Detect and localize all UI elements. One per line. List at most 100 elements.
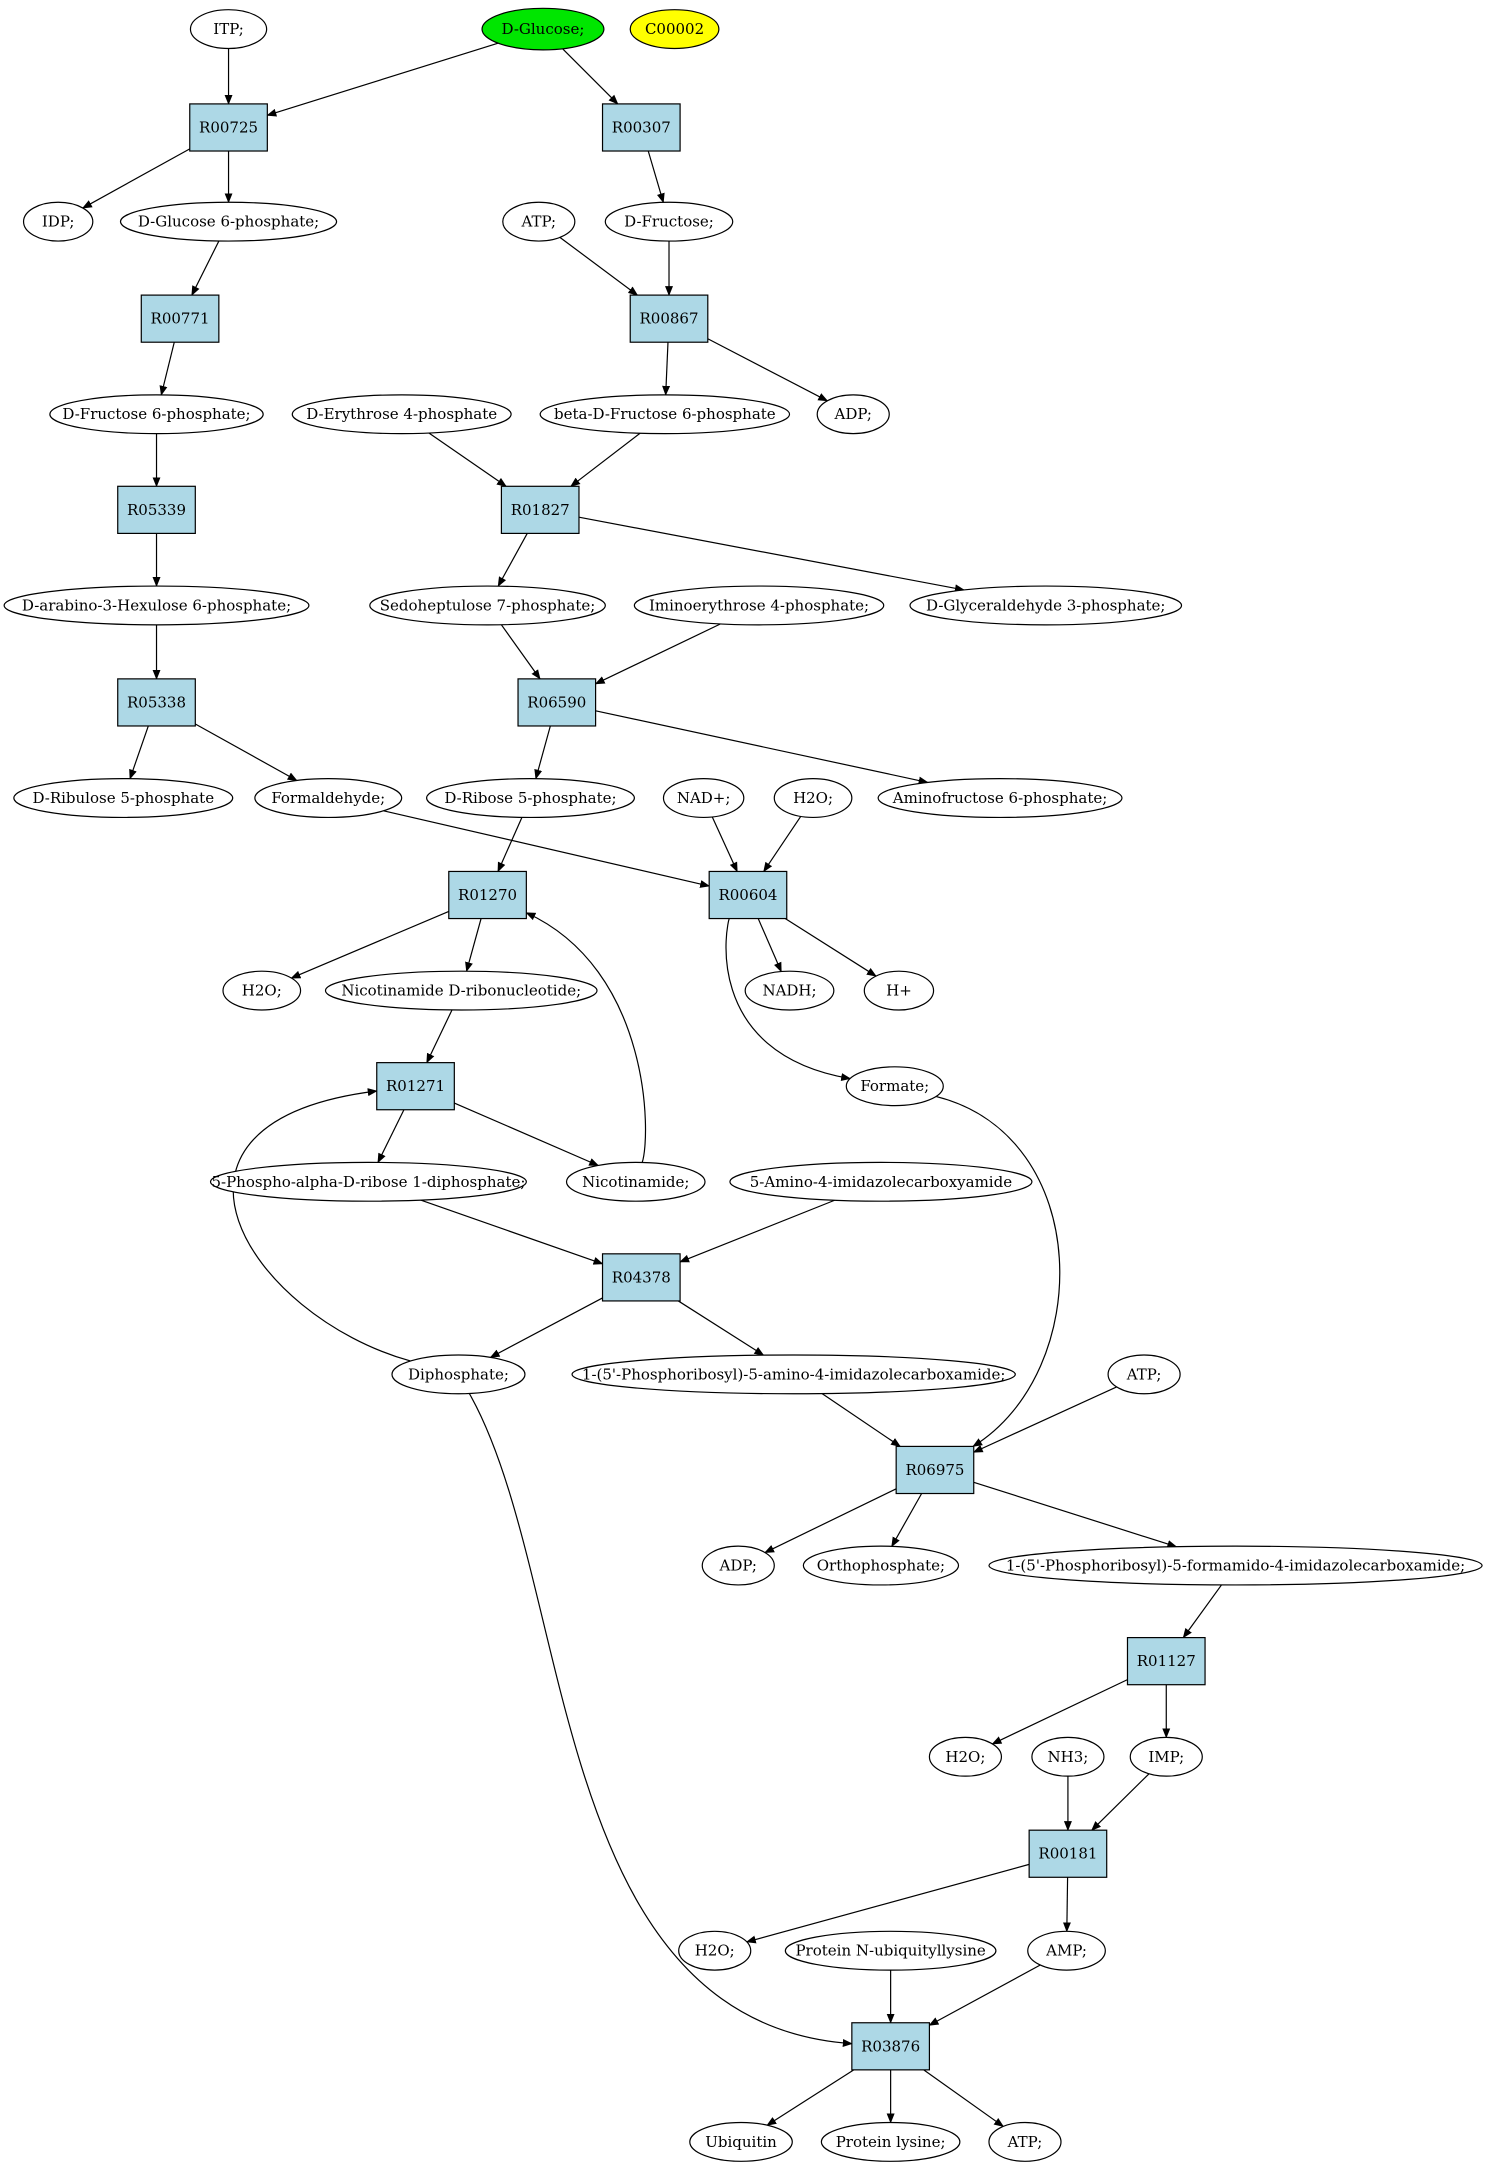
compound-node-e4p[interactable]: D-Erythrose 4-phosphate <box>291 394 512 435</box>
reaction-node-r01827[interactable]: R01827 <box>500 485 580 534</box>
compound-ellipse <box>820 2121 961 2162</box>
compound-node-dfru[interactable]: D-Fructose; <box>604 201 734 242</box>
compound-node-nh3[interactable]: NH3; <box>1031 1736 1105 1777</box>
reaction-box <box>117 485 196 534</box>
compound-node-ru5p[interactable]: D-Ribulose 5-phosphate <box>13 778 234 819</box>
node-label: ADP; <box>833 405 871 423</box>
compound-node-atp1[interactable]: ATP; <box>502 201 576 242</box>
compound-node-plys[interactable]: Protein lysine; <box>820 2121 961 2162</box>
node-label: R03876 <box>861 2037 920 2055</box>
compound-ellipse <box>481 7 605 51</box>
compound-node-formald[interactable]: Formaldehyde; <box>254 778 403 819</box>
reaction-node-r03876[interactable]: R03876 <box>851 2022 931 2071</box>
compound-node-dglc[interactable]: D-Glucose; <box>481 7 605 51</box>
reaction-node-r01270[interactable]: R01270 <box>448 870 527 920</box>
reaction-node-r00604[interactable]: R00604 <box>708 870 788 920</box>
reaction-node-r01127[interactable]: R01127 <box>1126 1637 1206 1686</box>
compound-node-amp[interactable]: AMP; <box>1027 1930 1106 1971</box>
node-label: Orthophosphate; <box>817 1557 945 1575</box>
reaction-box <box>189 103 268 152</box>
compound-node-nad[interactable]: NAD+; <box>662 778 745 819</box>
compound-node-hex[interactable]: D-arabino-3-Hexulose 6-phosphate; <box>3 585 310 626</box>
compound-node-prpp[interactable]: 5-Phospho-alpha-D-ribose 1-diphosphate; <box>209 1161 527 1202</box>
compound-node-c00002[interactable]: C00002 <box>629 9 720 50</box>
reaction-node-r01271[interactable]: R01271 <box>376 1062 455 1111</box>
compound-node-i4p[interactable]: Iminoerythrose 4-phosphate; <box>633 585 885 626</box>
edge-atp1-to-r00867 <box>559 236 639 296</box>
reaction-node-r04378[interactable]: R04378 <box>601 1253 681 1302</box>
edge-r03876-to-atp3 <box>923 2069 1005 2128</box>
compound-ellipse <box>502 201 576 242</box>
reaction-node-r00181[interactable]: R00181 <box>1028 1829 1108 1878</box>
compound-node-itp[interactable]: ITP; <box>189 9 268 50</box>
reaction-box <box>708 870 788 920</box>
compound-node-imp[interactable]: IMP; <box>1129 1736 1203 1777</box>
node-label: D-Fructose 6-phosphate; <box>62 405 250 423</box>
compound-node-atp2[interactable]: ATP; <box>1107 1354 1181 1395</box>
reaction-box <box>601 1253 681 1302</box>
reaction-node-r00725[interactable]: R00725 <box>189 103 268 152</box>
compound-node-bf6p[interactable]: beta-D-Fructose 6-phosphate <box>539 394 791 435</box>
compound-node-nadh[interactable]: NADH; <box>744 970 835 1011</box>
node-label: IMP; <box>1148 1748 1184 1766</box>
reaction-node-r00307[interactable]: R00307 <box>601 103 681 152</box>
node-label: Ubiquitin <box>705 2133 777 2151</box>
node-label: Nicotinamide; <box>582 1173 689 1191</box>
compound-ellipse <box>877 778 1123 819</box>
node-label: 5-Amino-4-imidazolecarboxyamide <box>750 1173 1012 1191</box>
reaction-box <box>140 294 220 343</box>
compound-ellipse <box>729 1161 1033 1202</box>
compound-node-g6p[interactable]: D-Glucose 6-phosphate; <box>119 201 338 242</box>
reaction-node-r00867[interactable]: R00867 <box>629 294 709 343</box>
reaction-node-r06590[interactable]: R06590 <box>517 678 597 727</box>
compound-node-faicar[interactable]: 1-(5'-Phosphoribosyl)-5-formamido-4-imid… <box>988 1545 1483 1586</box>
compound-node-amf6p[interactable]: Aminofructose 6-phosphate; <box>877 778 1123 819</box>
edge-dglc-to-r00725 <box>266 42 499 117</box>
compound-ellipse <box>773 778 853 819</box>
compound-node-adp2[interactable]: ADP; <box>701 1545 775 1586</box>
edge-r00604-to-formate <box>725 918 852 1082</box>
reaction-box <box>1126 1637 1206 1686</box>
compound-ellipse <box>49 394 264 435</box>
compound-node-adp1[interactable]: ADP; <box>816 394 890 435</box>
compound-ellipse <box>391 1354 526 1395</box>
reaction-node-r05338[interactable]: R05338 <box>117 678 196 727</box>
compound-node-aica[interactable]: 5-Amino-4-imidazolecarboxyamide <box>729 1161 1033 1202</box>
compound-node-formate[interactable]: Formate; <box>845 1066 944 1107</box>
compound-node-r5p[interactable]: D-Ribose 5-phosphate; <box>426 778 635 819</box>
reaction-node-r05339[interactable]: R05339 <box>117 485 196 534</box>
node-label: Iminoerythrose 4-phosphate; <box>649 596 869 614</box>
compound-node-hplus[interactable]: H+ <box>863 970 935 1011</box>
node-label: R00867 <box>640 310 699 328</box>
compound-ellipse <box>633 585 885 626</box>
node-label: IDP; <box>42 213 75 231</box>
reaction-node-r00771[interactable]: R00771 <box>140 294 220 343</box>
compound-node-ga3p[interactable]: D-Glyceraldehyde 3-phosphate; <box>909 585 1183 626</box>
compound-ellipse <box>3 585 310 626</box>
compound-ellipse <box>539 394 791 435</box>
edge-r01827-to-ga3p <box>578 516 965 593</box>
reaction-box <box>601 103 681 152</box>
compound-node-ubq[interactable]: Ubiquitin <box>689 2121 793 2162</box>
reaction-node-r06975[interactable]: R06975 <box>895 1445 975 1495</box>
edge-nad-to-r00604 <box>711 816 738 873</box>
compound-node-pi[interactable]: Orthophosphate; <box>802 1545 960 1586</box>
node-label: ATP; <box>1126 1365 1162 1383</box>
reaction-box <box>895 1445 975 1495</box>
compound-node-f6p[interactable]: D-Fructose 6-phosphate; <box>49 394 264 435</box>
node-label: Sedoheptulose 7-phosphate; <box>380 596 596 614</box>
compound-node-atp3[interactable]: ATP; <box>988 2121 1062 2162</box>
compound-node-aicar[interactable]: 1-(5'-Phosphoribosyl)-5-amino-4-imidazol… <box>571 1354 1016 1395</box>
compound-node-s7p[interactable]: Sedoheptulose 7-phosphate; <box>369 585 606 626</box>
compound-node-ppi[interactable]: Diphosphate; <box>391 1354 526 1395</box>
edge-g6p-to-r00771 <box>191 240 220 296</box>
compound-node-h2o-3[interactable]: H2O; <box>928 1736 1003 1777</box>
compound-node-pnub[interactable]: Protein N-ubiquityllysine <box>784 1930 997 1971</box>
compound-node-idp[interactable]: IDP; <box>22 201 94 242</box>
compound-node-nico[interactable]: Nicotinamide; <box>565 1161 706 1202</box>
compound-node-h2o-4[interactable]: H2O; <box>678 1930 752 1971</box>
compound-node-h2o-2[interactable]: H2O; <box>222 970 302 1011</box>
compound-node-nmn[interactable]: Nicotinamide D-ribonucleotide; <box>324 970 598 1011</box>
compound-node-h2o-1[interactable]: H2O; <box>773 778 853 819</box>
node-label: D-Erythrose 4-phosphate <box>306 405 497 423</box>
